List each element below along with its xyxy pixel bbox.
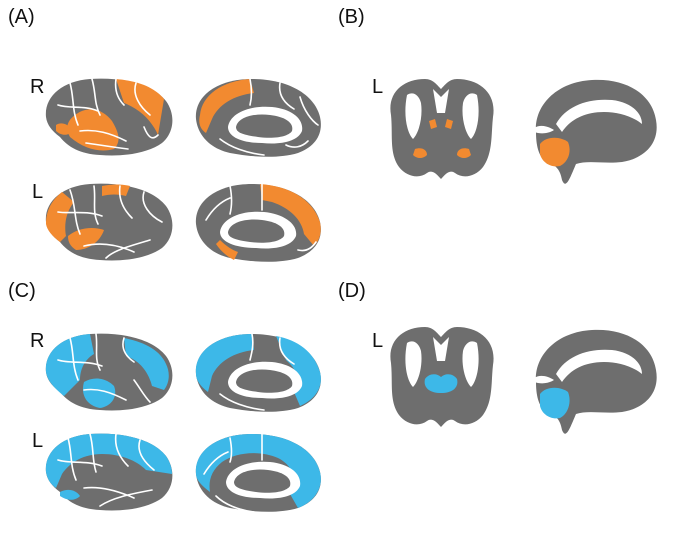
hemisphere-label-c-right: R bbox=[30, 330, 45, 352]
hemisphere-label-b: L bbox=[372, 76, 384, 98]
brain-d-coronal bbox=[390, 327, 494, 427]
brain-d-sagittal bbox=[534, 329, 657, 434]
brain-a-left-lateral bbox=[45, 183, 173, 261]
panel-label-d: (D) bbox=[338, 280, 366, 302]
panel-label-b: (B) bbox=[338, 6, 365, 28]
brain-c-right-lateral bbox=[45, 333, 173, 411]
hemisphere-label-a-left: L bbox=[32, 181, 44, 203]
brain-b-coronal bbox=[390, 79, 494, 179]
brain-b-sagittal bbox=[534, 79, 657, 184]
brain-c-left-lateral bbox=[45, 433, 173, 511]
brain-c-right-medial bbox=[195, 333, 321, 412]
brain-a-left-medial bbox=[195, 183, 321, 262]
brain-c-left-medial bbox=[195, 433, 321, 513]
hemisphere-label-c-left: L bbox=[32, 430, 44, 452]
hemisphere-label-a-right: R bbox=[30, 76, 45, 98]
panel-label-a: (A) bbox=[8, 6, 35, 28]
hemisphere-label-d: L bbox=[372, 330, 384, 352]
brain-a-right-lateral bbox=[45, 78, 173, 156]
panel-label-c: (C) bbox=[8, 280, 36, 302]
brain-a-right-medial bbox=[195, 78, 321, 157]
